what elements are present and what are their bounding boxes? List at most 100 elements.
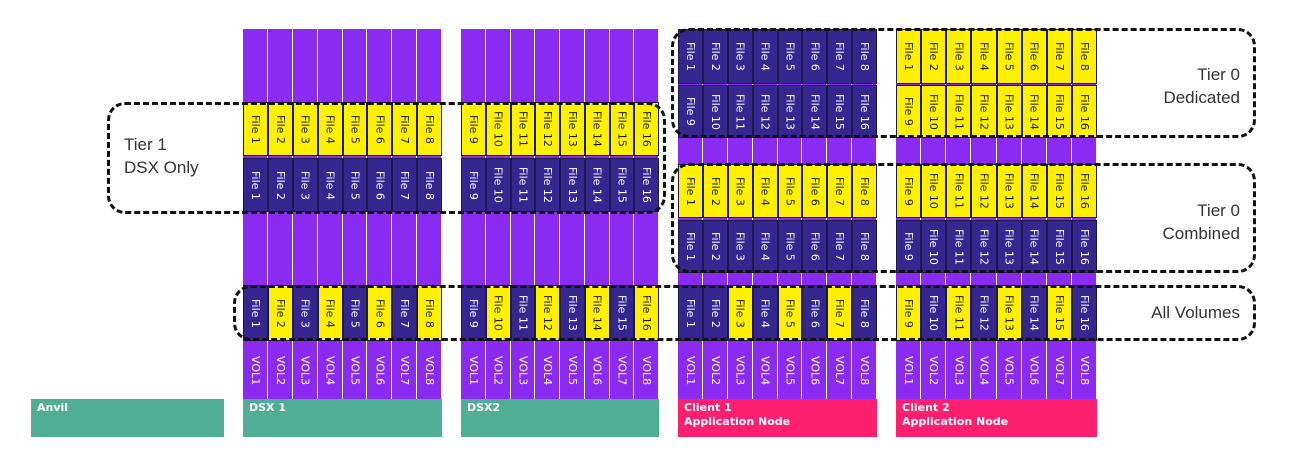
dsx1-tier1-top-file: File 6 — [367, 102, 393, 156]
file-label: File 15 — [1052, 173, 1066, 209]
file-label: File 9 — [466, 114, 480, 144]
dsx2-column — [584, 29, 610, 399]
node-client1-name: Client 1 — [684, 401, 732, 414]
dsx2-tier1-bottom-file: File 9 — [461, 158, 486, 212]
client1-combined-bottom-file: File 3 — [727, 220, 753, 273]
client2-dedicated-bottom-file: File 16 — [1071, 85, 1097, 138]
dsx1-tier1-bottom-file: File 1 — [243, 158, 268, 212]
client1-volume-label: VOL7 — [833, 356, 847, 386]
dsx1-volume-label: VOL6 — [373, 356, 387, 386]
tier0-combined-line1: Tier 0 — [1197, 201, 1240, 220]
client1-volume: VOL3 — [728, 345, 753, 397]
client2-combined-top-file: File 16 — [1071, 164, 1097, 218]
file-label: File 7 — [833, 298, 847, 328]
dsx2-volume: VOL3 — [511, 345, 536, 397]
dsx2-column — [535, 29, 560, 399]
file-label: File 10 — [927, 295, 941, 331]
client2-combined-bottom-file: File 13 — [996, 220, 1022, 273]
file-label: File 5 — [783, 232, 797, 261]
client1-volume: VOL7 — [827, 345, 852, 397]
client2-dedicated-bottom-file: File 13 — [996, 85, 1022, 138]
client2-combined-top-file: File 12 — [971, 164, 997, 218]
file-label: File 7 — [398, 298, 412, 328]
dsx1-column — [367, 29, 393, 399]
file-label: File 15 — [1052, 295, 1066, 331]
file-label: File 1 — [248, 114, 262, 144]
file-label: File 3 — [298, 114, 312, 144]
dsx2-tier1-bottom-file: File 14 — [584, 158, 610, 212]
node-client1: Client 1 Application Node — [678, 399, 877, 437]
file-label: File 12 — [977, 228, 991, 265]
dsx1-volume: VOL1 — [243, 345, 268, 397]
dsx2-tier1-top-file: File 12 — [535, 102, 560, 156]
tier0-dedicated-label: Tier 0 Dedicated — [1150, 63, 1240, 109]
client2-combined-bottom-file: File 10 — [921, 220, 947, 273]
dsx1-all-file: File 6 — [367, 285, 393, 341]
file-label: File 15 — [615, 111, 629, 147]
node-dsx2: DSX2 — [461, 399, 659, 437]
client1-combined-bottom-file: File 5 — [777, 220, 803, 273]
dsx1-all-file: File 1 — [243, 285, 268, 341]
dsx1-volume-label: VOL5 — [348, 356, 362, 386]
file-label: File 16 — [1077, 228, 1091, 265]
file-label: File 7 — [833, 232, 847, 261]
file-label: File 2 — [273, 298, 287, 328]
client1-combined-bottom-file: File 6 — [802, 220, 828, 273]
client2-combined-top-file: File 14 — [1021, 164, 1047, 218]
client1-combined-bottom-file: File 7 — [827, 220, 853, 273]
node-client2-name: Client 2 — [902, 401, 950, 414]
client1-volume-label: VOL5 — [783, 356, 797, 386]
dsx1-volume-label: VOL1 — [248, 356, 262, 386]
client1-dedicated-bottom-file: File 16 — [852, 85, 877, 138]
file-label: File 10 — [491, 295, 505, 331]
file-label: File 8 — [858, 232, 872, 261]
client1-all-file: File 3 — [727, 285, 753, 341]
client1-dedicated-top-file: File 4 — [752, 29, 778, 84]
file-label: File 10 — [927, 173, 941, 209]
file-label: File 10 — [491, 111, 505, 147]
client2-dedicated-top-file: File 4 — [971, 29, 997, 84]
client2-dedicated-top-file: File 1 — [896, 29, 922, 84]
client1-volume: VOL4 — [753, 345, 778, 397]
client2-volume: VOL3 — [946, 345, 971, 397]
dsx1-all-file: File 3 — [292, 285, 318, 341]
dsx2-all-file: File 15 — [609, 285, 635, 341]
dsx2-tier1-top-file: File 15 — [609, 102, 635, 156]
dsx1-tier1-bottom-file: File 4 — [317, 158, 343, 212]
client2-dedicated-top-file: File 7 — [1046, 29, 1072, 84]
file-label: File 2 — [927, 42, 941, 71]
dsx2-all-file: File 16 — [634, 285, 659, 341]
file-label: File 6 — [1027, 42, 1041, 71]
file-label: File 3 — [733, 232, 747, 261]
client2-volume: VOL2 — [921, 345, 946, 397]
file-label: File 4 — [323, 298, 337, 328]
file-label: File 9 — [902, 176, 916, 206]
client2-volume: VOL5 — [997, 345, 1022, 397]
file-label: File 10 — [708, 93, 722, 130]
client1-dedicated-bottom-file: File 11 — [727, 85, 753, 138]
client1-dedicated-bottom-file: File 13 — [777, 85, 803, 138]
file-label: File 10 — [491, 167, 505, 203]
file-label: File 13 — [1002, 93, 1016, 130]
file-label: File 13 — [783, 93, 797, 130]
file-label: File 13 — [1002, 228, 1016, 265]
dsx2-volume: VOL2 — [486, 345, 511, 397]
file-label: File 4 — [758, 176, 772, 206]
client2-volume: VOL6 — [1022, 345, 1047, 397]
client1-combined-top-file: File 2 — [702, 164, 728, 218]
client1-volume: VOL6 — [802, 345, 827, 397]
client2-combined-top-file: File 13 — [996, 164, 1022, 218]
dsx2-tier1-bottom-file: File 16 — [634, 158, 659, 212]
dsx2-column — [634, 29, 659, 399]
dsx2-tier1-top-file: File 11 — [510, 102, 536, 156]
file-label: File 11 — [952, 93, 966, 130]
client2-combined-top-file: File 11 — [946, 164, 972, 218]
client2-dedicated-top-file: File 8 — [1071, 29, 1097, 84]
file-label: File 15 — [615, 295, 629, 331]
file-label: File 9 — [902, 298, 916, 328]
file-label: File 16 — [858, 93, 872, 130]
dsx2-volume: VOL7 — [610, 345, 635, 397]
client2-volume: VOL4 — [971, 345, 996, 397]
file-label: File 8 — [423, 298, 437, 328]
file-label: File 8 — [423, 114, 437, 144]
